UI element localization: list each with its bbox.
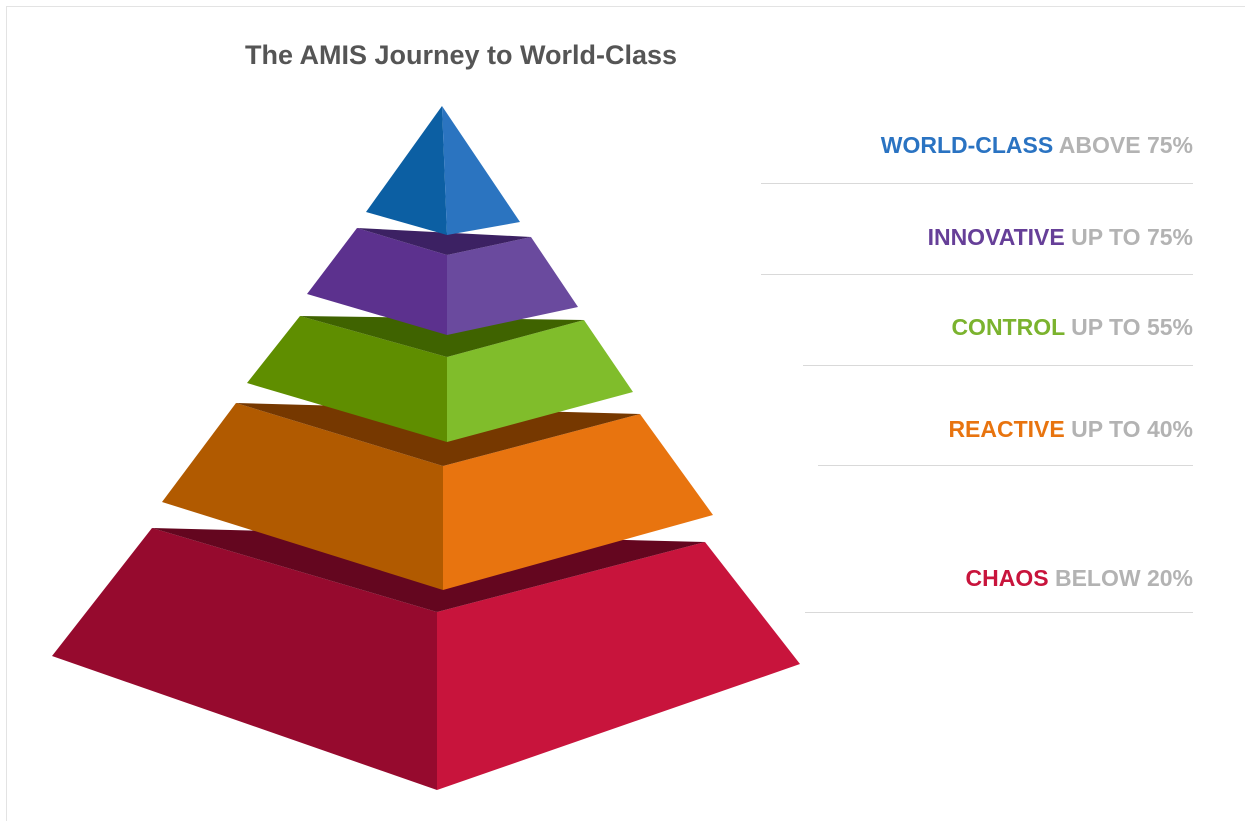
diagram-title: The AMIS Journey to World-Class [245, 40, 678, 70]
pyramid-tier-innovative [307, 228, 578, 335]
level-name: CONTROL [951, 314, 1065, 340]
reactive-left-face [162, 403, 443, 590]
level-name: INNOVATIVE [927, 224, 1065, 250]
level-range: UP TO 55% [1071, 314, 1193, 340]
control-right-face [447, 320, 633, 442]
world-class-right-face [442, 106, 520, 235]
level-name: REACTIVE [948, 416, 1065, 442]
innovative-left-face [307, 228, 447, 335]
reactive-right-face [443, 414, 713, 590]
level-divider [805, 612, 1193, 613]
level-range: ABOVE 75% [1058, 132, 1193, 158]
level-divider [803, 365, 1193, 366]
level-range: UP TO 40% [1071, 416, 1193, 442]
level-divider [818, 465, 1193, 466]
level-name: CHAOS [965, 565, 1049, 591]
level-label-reactive: REACTIVE UP TO 40% [948, 416, 1193, 443]
chaos-left-face [52, 528, 437, 790]
control-top-face [300, 316, 584, 357]
level-label-world-class: WORLD-CLASS ABOVE 75% [881, 132, 1193, 159]
level-divider [761, 183, 1193, 184]
innovative-top-face [357, 228, 531, 255]
level-range: BELOW 20% [1054, 565, 1193, 591]
control-left-face [247, 316, 447, 442]
level-divider [761, 274, 1193, 275]
level-name: WORLD-CLASS [880, 132, 1054, 158]
pyramid-tier-world-class [366, 106, 520, 235]
chaos-right-face [437, 542, 800, 790]
level-label-chaos: CHAOS BELOW 20% [966, 565, 1193, 592]
level-label-innovative: INNOVATIVE UP TO 75% [928, 224, 1193, 251]
level-range: UP TO 75% [1071, 224, 1193, 250]
world-class-left-face [366, 106, 447, 235]
level-label-control: CONTROL UP TO 55% [951, 314, 1193, 341]
diagram-frame [6, 6, 1245, 821]
pyramid-tier-control [247, 316, 633, 442]
innovative-right-face [447, 237, 578, 335]
